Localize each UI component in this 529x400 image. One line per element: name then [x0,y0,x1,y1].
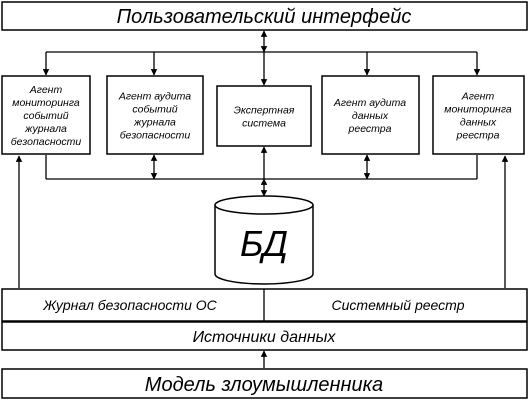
expert-system-label-line: система [242,118,286,130]
database-cylinder [214,195,314,285]
agent-mon-sec-label-line: событий [23,110,68,122]
user-interface-label: Пользовательский интерфейс [117,6,412,28]
agent-audit-sec-label-line: Агент аудита [118,91,191,103]
expert-system-box [216,85,312,147]
agent-mon-reg-label-line: мониторинга [444,104,512,116]
agent-mon-sec-label-line: Агент [29,84,63,96]
agent-mon-sec-box [1,75,91,155]
agent-audit-sec-label-line: журнала [133,117,176,129]
agent-audit-sec-label-line: событий [132,104,177,116]
agent-mon-sec-label-line: мониторинга [12,97,80,109]
agent-mon-sec-label-line: безопасности [11,136,82,148]
user-interface-box [1,1,528,31]
agent-labels: Агентмониторингасобытийжурналабезопаснос… [11,84,512,148]
agent-audit-reg-label-line: Агент аудита [333,97,406,109]
system-registry-label: Системный реестр [332,297,465,313]
attacker-model-label: Модель злоумышленника [145,374,383,396]
data-sources-label: Источники данных [193,329,337,346]
agent-audit-sec-label-line: безопасности [120,130,191,142]
agent-mon-sec-label-line: журнала [24,123,67,135]
agent-mon-reg-label-line: Агент [461,91,495,103]
agent-mon-reg-label-line: реестра [456,130,500,142]
expert-system-label-line: Экспертная [234,105,295,117]
agent-mon-reg-label-line: данных [460,117,497,129]
agent-audit-sec-box [106,75,204,155]
agent-audit-reg-box [321,75,420,155]
data-sources-box [1,321,528,351]
agent-mon-reg-box [432,75,525,155]
agent-audit-reg-label-line: данных [352,110,389,122]
attacker-model-box [1,368,528,399]
os-security-log-label: Журнал безопасности ОС [42,297,217,313]
agent-audit-reg-label-line: реестра [348,123,392,135]
database-label: БД [240,223,288,264]
